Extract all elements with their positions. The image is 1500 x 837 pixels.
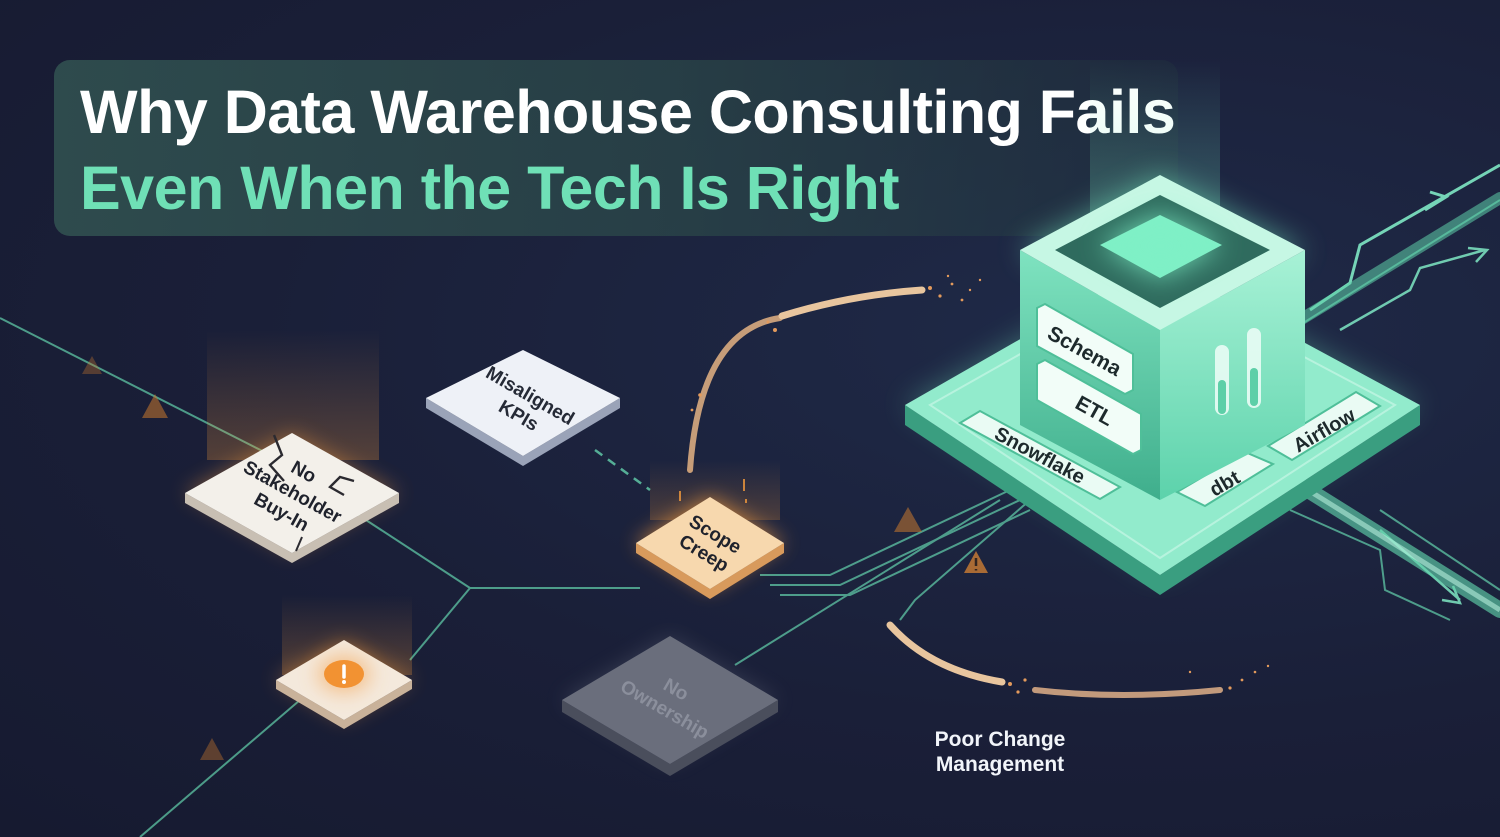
headline-line-2: Even When the Tech Is Right [80, 154, 900, 222]
caption-poor-change-management: Poor Change Management [900, 727, 1100, 777]
pipe-upper-right [1294, 192, 1500, 326]
arrow-up-right-1 [1309, 163, 1500, 312]
tile-no-ownership: No Ownership [562, 636, 778, 776]
arrowhead [1424, 190, 1450, 212]
warehouse-tower: Schema ETL [1020, 175, 1305, 500]
arrowhead [1441, 585, 1463, 605]
crack [328, 475, 355, 497]
connector-scope-platform-1 [760, 489, 1011, 576]
panel-etl: ETL [1036, 358, 1142, 456]
broken-arc-bottom [886, 621, 1270, 698]
crack [268, 434, 285, 482]
crack [295, 536, 303, 552]
headline-line-1: Why Data Warehouse Consulting Fails [80, 78, 1176, 146]
warning-triangle-icon [142, 394, 168, 418]
arrowhead [1467, 246, 1490, 263]
pipe-right [1292, 477, 1500, 618]
warning-spark-icon [679, 479, 747, 503]
tile-alert [276, 640, 412, 729]
connector-scope-platform-3 [780, 509, 1031, 596]
connector-bottom-left [139, 699, 301, 837]
tile-no-stakeholder-buy-in: No Stakeholder Buy-In [185, 433, 399, 563]
gauge-tubes [1215, 328, 1261, 415]
exclamation-circle-icon [318, 656, 370, 692]
connector-change-loop [899, 499, 1031, 621]
title-panel [54, 60, 1178, 236]
connector-platform-right-far [1379, 509, 1500, 591]
warning-triangle-icon [894, 507, 922, 532]
warning-triangle-icon [964, 551, 988, 573]
arrow-up-right-2 [1339, 246, 1490, 332]
connector-alert-junction [409, 587, 471, 661]
tool-badge-dbt: dbt [1174, 450, 1276, 508]
dashed-connector-kpis-scope [594, 448, 651, 492]
connector-scope-platform-2 [770, 499, 1021, 586]
connector-ownership-platform [734, 499, 1001, 666]
tile-scope-creep: Scope Creep [636, 479, 784, 599]
tile-misaligned-kpis: Misaligned KPIs [426, 350, 620, 466]
broken-arc-top [687, 274, 982, 473]
warning-triangle-icon [82, 356, 102, 374]
warning-triangle-icon [200, 738, 224, 760]
connector-platform-right-down [1289, 509, 1451, 621]
caption-line: Poor Change [934, 728, 1066, 751]
caption-line: Management [935, 753, 1065, 776]
debris [690, 274, 982, 412]
debris [1008, 664, 1270, 694]
